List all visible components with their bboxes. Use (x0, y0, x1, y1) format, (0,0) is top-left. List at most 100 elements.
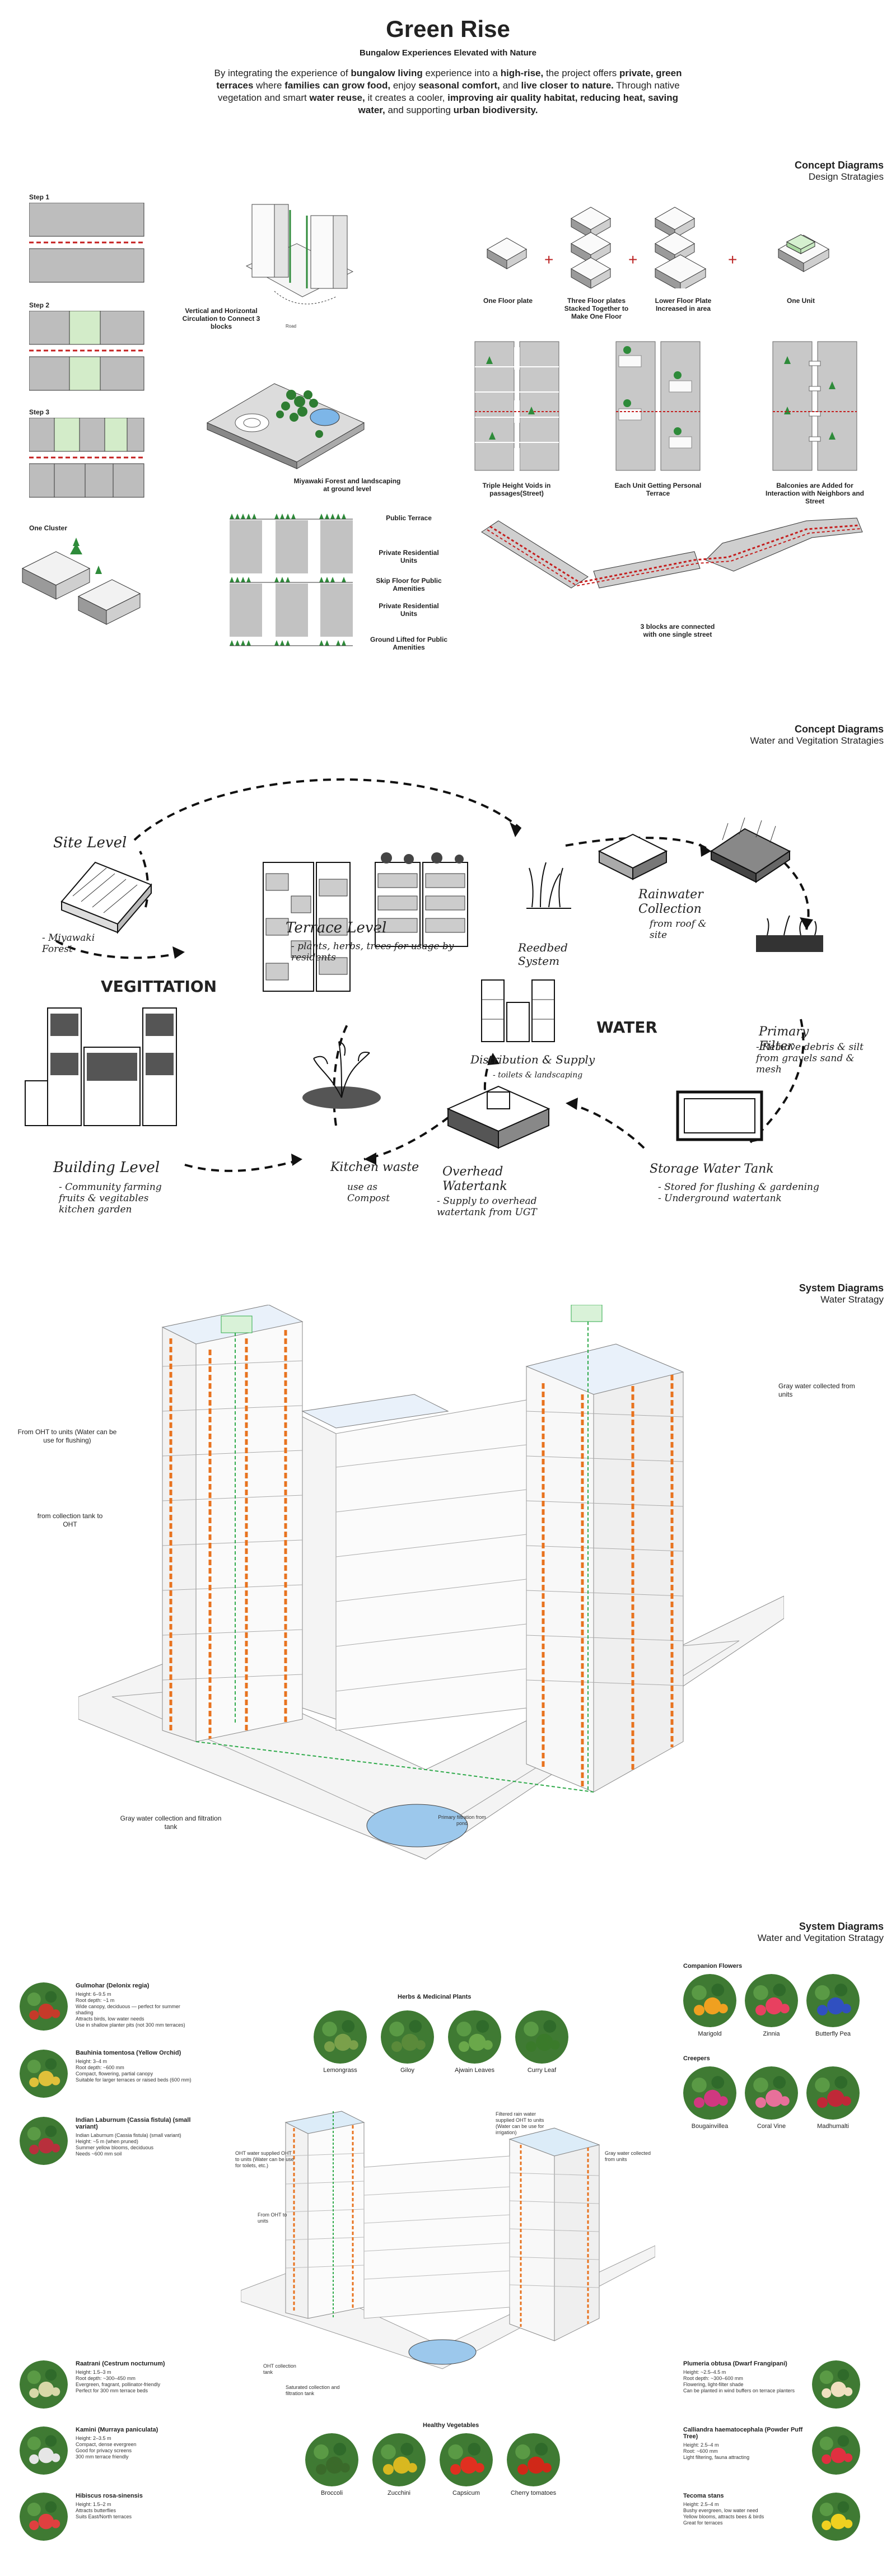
section4-title: System Diagrams (799, 1921, 884, 1932)
plant-name: Bougainvillea (691, 2123, 729, 2130)
step-1-label: Step 1 (29, 193, 50, 201)
primary-filter-title: Primary Filter (759, 1025, 809, 1053)
plant-photo (381, 2010, 434, 2064)
tree-name: Tecoma stans (683, 2493, 724, 2499)
intro-run: and supporting (385, 105, 454, 115)
skip-floor-label: Skip Floor for Public Amenities (376, 577, 442, 592)
section4-heading: System Diagrams Water and Vegitation Str… (758, 1921, 884, 1944)
section3-subtitle: Water Stratagy (820, 1294, 884, 1305)
tree-photo (20, 2426, 68, 2475)
tree-name: Raatrani (Cestrum nocturnum) (76, 2360, 165, 2367)
gray-water-tank-label: Gray water collection and filtration tan… (120, 1814, 222, 1831)
svg-text:+: + (628, 251, 637, 268)
page-title: Green Rise (386, 16, 510, 42)
ground-lifted-label: Ground Lifted for Public Amenities (370, 636, 447, 651)
building-level-title: Building Level (53, 1159, 160, 1176)
intro-run: it creates a cooler, (365, 92, 448, 103)
plant-name: Capsicum (452, 2490, 480, 2496)
private-units-label-2: Private Residential Units (379, 602, 439, 618)
plant-name: Zinnia (763, 2031, 780, 2037)
from-oht-label: From OHT to units (258, 2212, 287, 2224)
intro-run: bungalow living (351, 68, 423, 78)
saturated-label: Saturated collection and filtration tank (286, 2384, 340, 2396)
intro-run: private, green terraces (216, 68, 682, 91)
tree-details: Height: 1.5–3 m Root depth: ~300–450 mm … (76, 2369, 161, 2393)
intro-run: live closer to nature. (521, 80, 614, 91)
intro-run: the project offers (543, 68, 619, 78)
lower-floor-plate-label: Lower Floor Plate Increased in area (655, 297, 712, 312)
site-level-title: Site Level (53, 834, 127, 851)
one-unit-label: One Unit (787, 297, 815, 305)
miyawaki-label: Miyawaki Forest and landscaping at groun… (293, 477, 401, 493)
collection-oht-label: from collection tank to OHT (37, 1512, 103, 1528)
unit-stacking-diagram: + + + (486, 207, 830, 288)
vertical-circulation-diagram: Road (245, 204, 354, 329)
tree-photo (812, 2360, 860, 2409)
oht-supply-label: OHT water supplied OHT to units (Water c… (235, 2150, 294, 2168)
step-3-diagram (29, 418, 144, 498)
oht-units-label: From OHT to units (Water can be use for … (17, 1428, 117, 1444)
rainwater-body: from roof & site (650, 918, 707, 941)
plant-photo (448, 2010, 501, 2064)
oht-collection-label: OHT collection tank (263, 2363, 296, 2375)
miyawaki-diagram (206, 383, 365, 469)
section3-heading: System Diagrams Water Stratagy (799, 1282, 884, 1305)
primary-filter-body: - Remove debris & silt from gravels sand… (756, 1042, 864, 1075)
plant-photo (305, 2433, 358, 2486)
tree-photo (20, 2493, 68, 2541)
tree-name: Bauhinia tomentosa (Yellow Orchid) (76, 2050, 181, 2056)
plant-name: Curry Leaf (527, 2067, 557, 2074)
tree-details: Height: 6–9.5 m Root depth: ~1 m Wide ca… (76, 1991, 185, 2028)
one-cluster-diagram (21, 538, 141, 625)
three-floor-plates-label: Three Floor plates Stacked Together to M… (564, 297, 629, 320)
plant-photo (806, 2066, 860, 2120)
page-subtitle: Bungalow Experiences Elevated with Natur… (360, 48, 536, 58)
distribution-title: Distribution & Supply (470, 1053, 595, 1066)
water-strategy-axonometric (78, 1305, 784, 1860)
tree-name: Calliandra haematocephala (Powder Puff T… (683, 2426, 803, 2440)
herbs-heading: Herbs & Medicinal Plants (398, 1994, 472, 2000)
plant-name: Lemongrass (323, 2067, 357, 2074)
tree-details: Indian Laburnum (Cassia fistula) (small … (76, 2132, 181, 2157)
kitchen-waste-title: Kitchen waste (330, 1160, 419, 1174)
intro-run: families can grow food, (284, 80, 391, 91)
filtered-oht-label: Filtered rain water supplied OHT to unit… (496, 2111, 544, 2135)
vegetation-axonometric (241, 2111, 655, 2369)
tree-name: Hibiscus rosa-sinensis (76, 2493, 143, 2499)
private-units-label-1: Private Residential Units (379, 549, 439, 564)
tree-name: Plumeria obtusa (Dwarf Frangipani) (683, 2360, 787, 2367)
plant-name: Butterfly Pea (815, 2031, 851, 2037)
plant-name: Madhumalti (817, 2123, 849, 2130)
intro-run: improving air quality habitat, reducing … (358, 92, 678, 115)
overhead-title: Overhead Watertank (442, 1165, 507, 1193)
tree-details: Height: 3–4 m Root depth: ~600 mm Compac… (76, 2059, 192, 2083)
connected-label: 3 blocks are connected with one single s… (640, 623, 715, 638)
intro-run: enjoy (390, 80, 419, 91)
section2-heading: Concept Diagrams Water and Vegitation St… (750, 724, 884, 746)
terrace-level-body: - plants, herbs, trees for usage by resi… (291, 941, 454, 963)
plant-photo (372, 2433, 426, 2486)
svg-text:+: + (728, 251, 737, 268)
overhead-body: - Supply to overhead watertank from UGT (437, 1196, 537, 1218)
tree-photo (812, 2426, 860, 2475)
one-cluster-label: One Cluster (29, 524, 68, 532)
companion-heading: Companion Flowers (683, 1963, 743, 1970)
section3-title: System Diagrams (799, 1282, 884, 1294)
step-2-diagram (29, 311, 144, 391)
intro-run: where (253, 80, 285, 91)
intro-run: and (500, 80, 521, 91)
tree-details: Height: 2.5–4 m Bushy evergreen, low wat… (683, 2502, 764, 2526)
section-elevation (230, 514, 353, 646)
connected-blocks-diagram (481, 517, 863, 589)
tree-details: Height: 2–3.5 m Compact, dense evergreen… (76, 2435, 137, 2460)
tree-photo (20, 2117, 68, 2165)
tree-photo (20, 2360, 68, 2409)
plant-name: Coral Vine (757, 2123, 786, 2130)
plant-name: Broccoli (320, 2490, 343, 2496)
plant-photo (515, 2010, 568, 2064)
gray-units-label: Gray water collected from units (605, 2150, 651, 2162)
plant-name: Zucchini (388, 2490, 410, 2496)
intro-run: By integrating the experience of (214, 68, 351, 78)
section1-subtitle: Design Stratagies (808, 171, 884, 182)
tree-name: Indian Laburnum (Cassia fistula) (small … (76, 2117, 191, 2130)
